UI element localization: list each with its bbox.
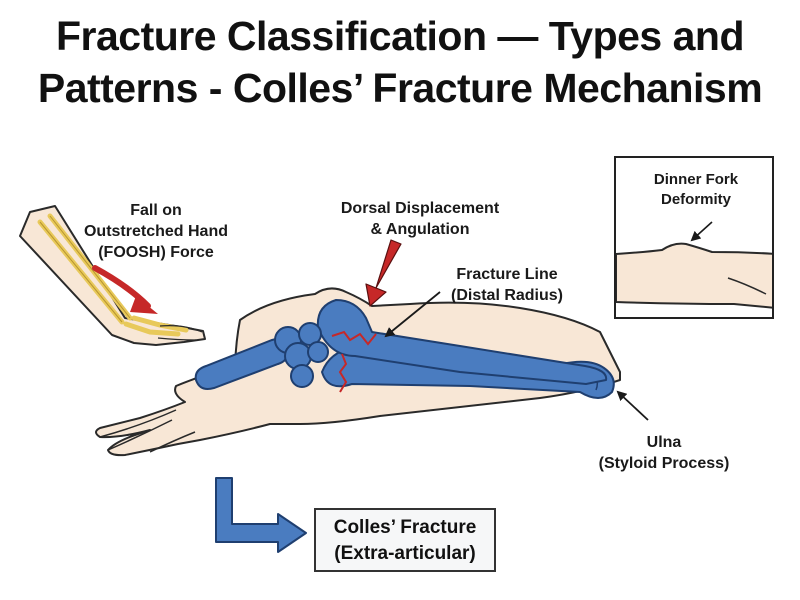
foosh-arm-bone-outline	[39, 215, 131, 323]
result-title: Colles’ Fracture	[333, 517, 477, 538]
dinner-fork-inset: Dinner Fork Deformity	[614, 156, 774, 319]
ulna-label: Ulna (Styloid Process)	[598, 434, 730, 472]
title-line-1: Fracture Classification — Types and	[55, 13, 745, 59]
finger-creases	[99, 409, 196, 453]
foosh-label: Fall on Outstretched Hand (FOOSH) Force	[83, 202, 228, 261]
fracture-line-ulna	[338, 353, 348, 393]
radius-bone	[316, 299, 608, 385]
foosh-arm	[19, 205, 206, 346]
title-line-2: Patterns - Colles’ Fracture Mechanism	[37, 65, 763, 111]
dinner-fork-arrow	[690, 221, 713, 242]
foosh-fingers	[157, 325, 203, 341]
curved-force-arrow-head	[130, 296, 158, 314]
dinner-fork-crease	[727, 277, 767, 295]
fracture-line-label: Fracture Line (Distal Radius)	[450, 266, 563, 304]
dorsal-displacement-label: Dorsal Displacement & Angulation	[340, 200, 500, 238]
carpal-bone-4	[307, 341, 329, 363]
curved-force-arrow-icon	[92, 265, 151, 309]
dinner-fork-illustration	[616, 221, 772, 309]
result-subtitle: (Extra-articular)	[334, 543, 476, 564]
fracture-line-radius	[331, 330, 377, 346]
colles-fracture-result-box: Colles’ Fracture (Extra-articular)	[314, 508, 496, 572]
ulna-pointer-arrow	[616, 390, 649, 421]
dinner-fork-label: Dinner Fork Deformity	[653, 171, 739, 208]
dinner-fork-arm	[616, 242, 772, 309]
page-title: Fracture Classification — Types and Patt…	[0, 10, 800, 114]
down-arrow-icon	[365, 239, 402, 307]
hand-bones	[194, 322, 329, 390]
elbow-arrow-icon	[215, 477, 307, 553]
pointer-arrow-icon	[384, 291, 441, 338]
carpal-bone-5	[290, 364, 314, 388]
